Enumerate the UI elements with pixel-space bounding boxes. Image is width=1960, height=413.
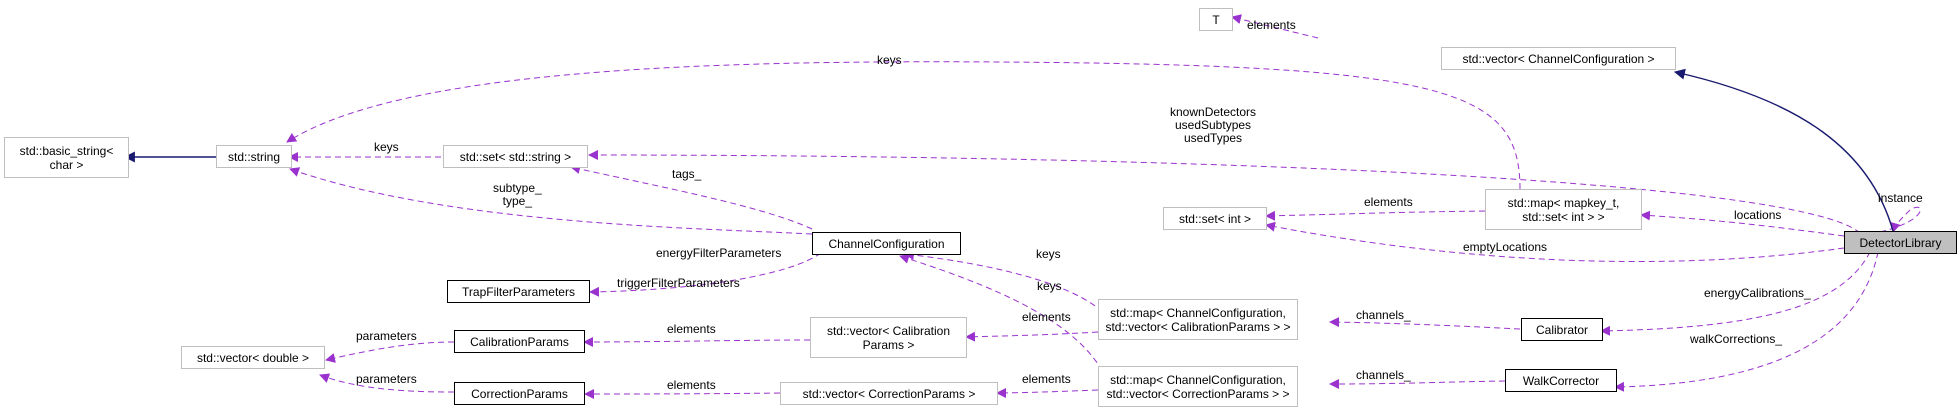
label-walk-channels: channels_ bbox=[1356, 368, 1411, 382]
edge-calibrator-channels bbox=[1329, 317, 1521, 330]
edge-empty-locations bbox=[1265, 221, 1845, 263]
edge-known-detectors bbox=[588, 150, 1861, 234]
edge-map-calibration-keys bbox=[904, 250, 1111, 320]
edge-tags bbox=[570, 164, 813, 230]
edge-calibration-elements bbox=[583, 336, 811, 347]
node-map-calibration[interactable]: std::map< ChannelConfiguration,std::vect… bbox=[1098, 299, 1298, 340]
label-correction-parameters: parameters bbox=[356, 372, 417, 386]
label-map-calibration-keys: keys bbox=[1036, 247, 1061, 261]
label-locations: locations bbox=[1734, 208, 1782, 222]
label-energy-calibrations: energyCalibrations_ bbox=[1704, 286, 1811, 300]
node-map-mapkey[interactable]: std::map< mapkey_t,std::set< int > > bbox=[1485, 189, 1642, 230]
node-calibrator[interactable]: Calibrator bbox=[1521, 318, 1603, 341]
node-map-correction[interactable]: std::map< ChannelConfiguration,std::vect… bbox=[1098, 366, 1298, 407]
edge-walk-corrections bbox=[1614, 251, 1879, 392]
node-set-int[interactable]: std::set< int > bbox=[1163, 207, 1267, 230]
node-vector-correction-params[interactable]: std::vector< CorrectionParams > bbox=[780, 382, 998, 405]
label-calibration-parameters: parameters bbox=[356, 329, 417, 343]
edge-map-correction-keys bbox=[899, 254, 1108, 381]
edge-correction-parameters bbox=[319, 373, 455, 393]
edge-energy-calibrations bbox=[1600, 251, 1871, 336]
edge-subtype-type bbox=[289, 167, 813, 235]
node-calibration-params[interactable]: CalibrationParams bbox=[454, 330, 585, 353]
edge-map-keys-to-string bbox=[286, 61, 1521, 190]
edge-filter-parameters bbox=[589, 252, 822, 297]
label-known-detectors: knownDetectors usedSubtypes usedTypes bbox=[1170, 105, 1257, 145]
edge-inheritance-vector bbox=[1673, 68, 1894, 232]
label-calibration-elements: elements bbox=[667, 322, 716, 336]
node-vector-double[interactable]: std::vector< double > bbox=[181, 346, 325, 369]
edge-locations bbox=[1640, 210, 1845, 237]
edge-calibration-parameters bbox=[325, 341, 455, 363]
node-walk-corrector[interactable]: WalkCorrector bbox=[1505, 369, 1617, 392]
node-channel-configuration[interactable]: ChannelConfiguration bbox=[812, 232, 961, 255]
edge-calibration-map-elements bbox=[965, 331, 1099, 342]
label-map-correction-keys: keys bbox=[1037, 279, 1062, 293]
node-set-string[interactable]: std::set< std::string > bbox=[443, 145, 588, 168]
label-instance: instance bbox=[1878, 191, 1923, 205]
label-set-string-keys: keys bbox=[374, 140, 399, 154]
edge-t bbox=[1231, 14, 1319, 39]
node-string[interactable]: std::string bbox=[216, 145, 292, 168]
label-correction-map-elements: elements bbox=[1022, 372, 1071, 386]
edge-set-int-elements bbox=[1265, 210, 1486, 221]
edge-instance bbox=[1879, 206, 1921, 233]
label-tags: tags_ bbox=[672, 167, 702, 181]
label-empty-locations: emptyLocations bbox=[1463, 240, 1548, 254]
label-energy-filter-parameters: energyFilterParameters bbox=[656, 246, 782, 260]
label-walk-corrections: walkCorrections_ bbox=[1690, 332, 1783, 346]
node-correction-params[interactable]: CorrectionParams bbox=[454, 382, 585, 405]
label-map-keys: keys bbox=[877, 53, 902, 67]
label-t-elements: elements bbox=[1247, 18, 1296, 32]
edge-walk-channels bbox=[1329, 378, 1506, 389]
label-correction-elements: elements bbox=[667, 378, 716, 392]
node-vector-channel-configuration[interactable]: std::vector< ChannelConfiguration > bbox=[1441, 47, 1676, 70]
label-set-int-elements: elements bbox=[1364, 195, 1413, 209]
node-basic-string[interactable]: std::basic_string<char > bbox=[4, 137, 129, 178]
edge-correction-elements bbox=[584, 388, 781, 399]
node-t[interactable]: T bbox=[1199, 8, 1233, 31]
node-detector-library[interactable]: DetectorLibrary bbox=[1844, 231, 1957, 254]
label-calibration-map-elements: elements bbox=[1022, 310, 1071, 324]
label-calibrator-channels: channels_ bbox=[1356, 308, 1411, 322]
node-trap-filter-parameters[interactable]: TrapFilterParameters bbox=[447, 280, 590, 303]
label-trigger-filter-parameters: triggerFilterParameters bbox=[617, 276, 740, 290]
edge-correction-map-elements bbox=[996, 387, 1099, 398]
label-subtype-type: subtype_ type_ bbox=[493, 181, 542, 208]
